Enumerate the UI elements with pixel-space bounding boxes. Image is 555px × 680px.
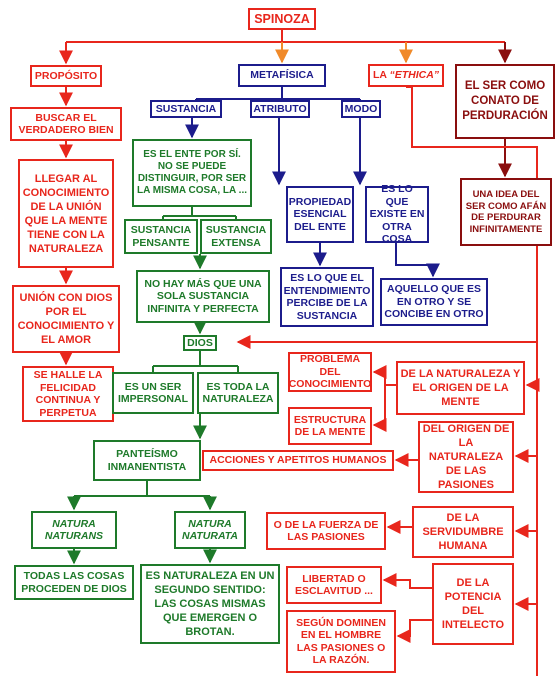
node-buscar: BUSCAR EL VERDADERO BIEN — [10, 107, 122, 141]
node-panteismo: PANTEÍSMO INMANENTISTA — [93, 440, 201, 481]
node-sustancia-extensa: SUSTANCIA EXTENSA — [200, 219, 272, 254]
ethica-word: “ETHICA” — [389, 69, 440, 82]
node-propiedad: PROPIEDAD ESENCIAL DEL ENTE — [286, 186, 354, 243]
node-natura-naturans: NATURA NATURANS — [31, 511, 117, 549]
node-segun: SEGÚN DOMINEN EN EL HOMBRE LAS PASIONES … — [286, 610, 396, 673]
node-naturaleza-mente: DE LA NATURALEZA Y EL ORIGEN DE LA MENTE — [396, 361, 525, 415]
node-ente: ES EL ENTE POR SÍ. NO SE PUEDE DISTINGUI… — [132, 139, 252, 207]
node-entendimiento: ES LO QUE EL ENTENDIMIENTO PERCIBE DE LA… — [280, 267, 374, 327]
connector-ethica-trunk — [406, 86, 538, 676]
ethica-prefix: LA — [372, 69, 390, 82]
node-aquello: AQUELLO QUE ES EN OTRO Y SE CONCIBE EN O… — [380, 278, 488, 326]
node-union: UNIÓN CON DIOS POR EL CONOCIMIENTO Y EL … — [12, 285, 120, 353]
connector-to-libertad — [382, 573, 432, 589]
connector-to-segun — [396, 619, 432, 643]
node-llegar: LLEGAR AL CONOCIMIENTO DE LA UNIÓN QUE L… — [18, 159, 114, 268]
node-existe: ES LO QUE EXISTE EN OTRA COSA — [365, 183, 429, 245]
node-conato-idea: UNA IDEA DEL SER COMO AFÁN DE PERDURAR I… — [460, 178, 552, 246]
node-estructura: ESTRUCTURA DE LA MENTE — [288, 407, 372, 445]
node-proposito: PROPÓSITO — [30, 65, 102, 87]
connector-existe-aquello — [395, 243, 440, 278]
node-spinoza: SPINOZA — [248, 8, 316, 30]
node-conato: EL SER COMO CONATO DE PERDURACIÓN — [455, 64, 555, 139]
node-toda-naturaleza: ES TODA LA NATURALEZA — [197, 372, 279, 414]
node-potencia: DE LA POTENCIA DEL INTELECTO — [432, 563, 514, 645]
node-todas-cosas: TODAS LAS COSAS PROCEDEN DE DIOS — [14, 565, 134, 600]
node-problema: PROBLEMA DEL CONOCIMIENTO — [288, 352, 372, 392]
node-felicidad: SE HALLE LA FELICIDAD CONTINUA Y PERPETU… — [22, 366, 114, 422]
node-modo: MODO — [341, 100, 381, 118]
node-sustancia-pensante: SUSTANCIA PENSANTE — [124, 219, 198, 254]
node-origen-pasiones: DEL ORIGEN DE LA NATURALEZA DE LAS PASIO… — [418, 421, 514, 493]
node-dios: DIOS — [183, 335, 217, 351]
node-sustancia: SUSTANCIA — [150, 100, 222, 118]
node-servidumbre: DE LA SERVIDUMBRE HUMANA — [412, 506, 514, 558]
node-libertad: LIBERTAD O ESCLAVITUD ... — [286, 566, 382, 604]
node-segundo-sentido: ES NATURALEZA EN UN SEGUNDO SENTIDO: LAS… — [140, 564, 280, 644]
node-una-sustancia: NO HAY MÁS QUE UNA SOLA SUSTANCIA INFINI… — [136, 270, 270, 323]
node-acciones: ACCIONES Y APETITOS HUMANOS — [202, 450, 394, 471]
node-impersonal: ES UN SER IMPERSONAL — [112, 372, 194, 414]
node-fuerza-pasiones: O DE LA FUERZA DE LAS PASIONES — [266, 512, 386, 550]
node-ethica: LA “ETHICA” — [368, 64, 444, 87]
node-natura-naturata: NATURA NATURATA — [174, 511, 246, 549]
node-atributo: ATRIBUTO — [250, 100, 310, 118]
node-metafisica: METAFÍSICA — [238, 64, 326, 87]
